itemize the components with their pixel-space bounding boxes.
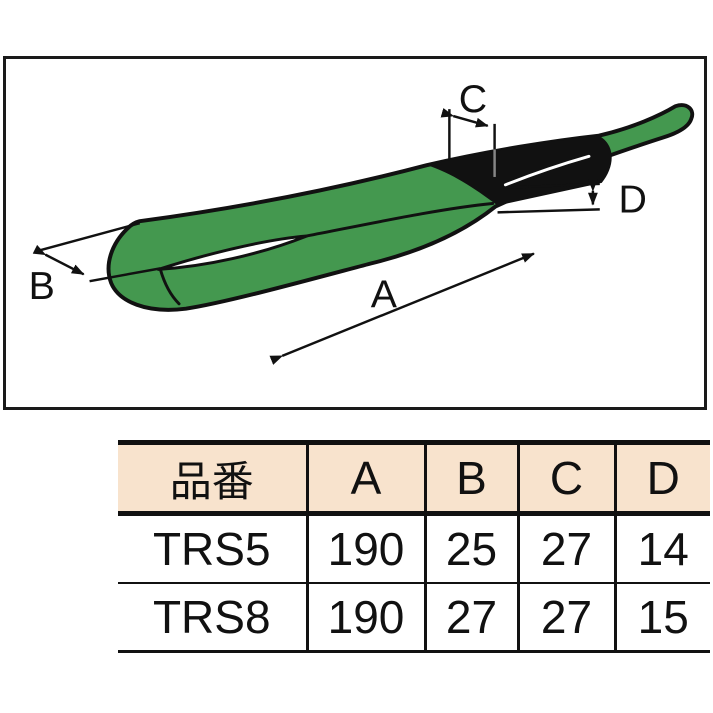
table-header-row: 品番 A B C D bbox=[118, 442, 710, 516]
dimension-a: A bbox=[269, 252, 535, 365]
dim-label-d: D bbox=[618, 177, 646, 221]
dimension-d: D bbox=[497, 177, 647, 221]
dimension-c: C bbox=[440, 77, 496, 177]
col-header-c: C bbox=[516, 442, 615, 516]
spec-table: 品番 A B C D TRS5 190 25 27 14 TRS8 190 27… bbox=[118, 440, 710, 653]
cell-d: 14 bbox=[613, 513, 710, 584]
col-header-d: D bbox=[613, 442, 710, 516]
table-row: TRS5 190 25 27 14 bbox=[118, 513, 710, 584]
col-header-part-number: 品番 bbox=[118, 442, 307, 516]
sling-illustration: C D B A bbox=[29, 77, 695, 365]
col-header-b: B bbox=[423, 442, 518, 516]
cell-c: 27 bbox=[516, 513, 615, 584]
dim-label-b: B bbox=[29, 264, 55, 308]
cell-d: 15 bbox=[613, 583, 710, 652]
cell-part-number: TRS5 bbox=[118, 513, 307, 584]
dimension-b: B bbox=[29, 221, 161, 308]
sewn-highlight bbox=[503, 154, 591, 187]
dim-label-c: C bbox=[459, 77, 487, 121]
sling-diagram-box: C D B A bbox=[3, 56, 707, 410]
cell-b: 27 bbox=[423, 583, 518, 652]
cell-a: 190 bbox=[305, 513, 425, 584]
cell-part-number: TRS8 bbox=[118, 583, 307, 652]
cell-c: 27 bbox=[516, 583, 615, 652]
cell-a: 190 bbox=[305, 583, 425, 652]
table-row: TRS8 190 27 27 15 bbox=[118, 583, 710, 652]
dim-label-a: A bbox=[371, 273, 398, 317]
sling-body bbox=[106, 103, 695, 312]
col-header-a: A bbox=[305, 442, 425, 516]
sewn-section bbox=[426, 135, 612, 206]
cell-b: 25 bbox=[423, 513, 518, 584]
